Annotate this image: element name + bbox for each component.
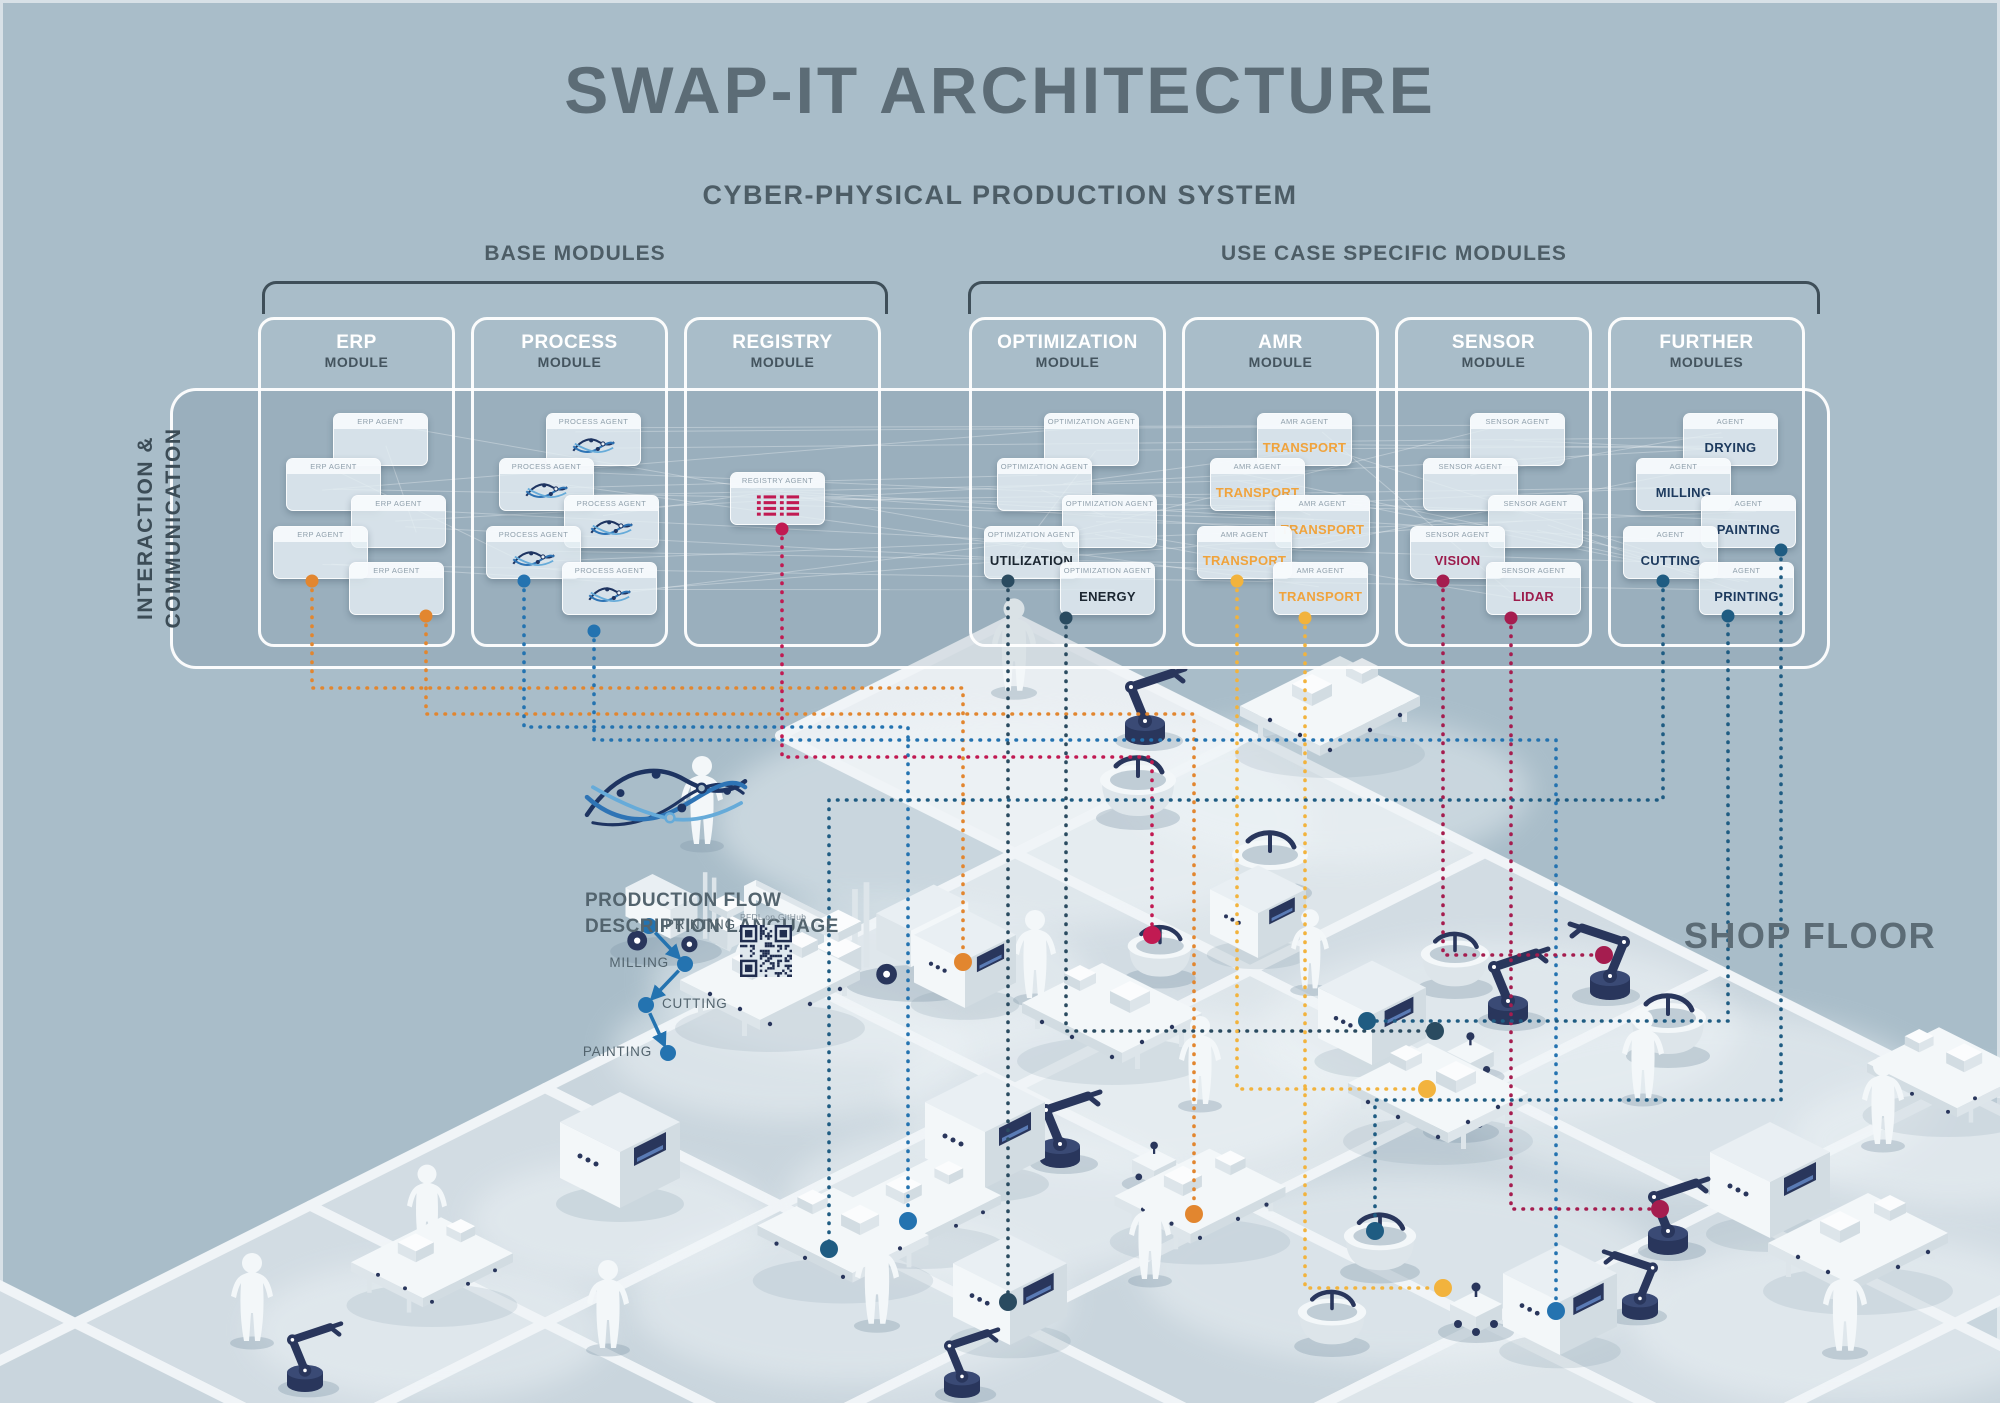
page-subtitle: CYBER-PHYSICAL PRODUCTION SYSTEM <box>702 180 1298 210</box>
qr-caption: PFDL on GitHub <box>740 912 807 922</box>
pfdl-flow-step: CUTTING <box>662 996 728 1011</box>
use-case-modules-bracket <box>968 281 1820 314</box>
page-title: SWAP-IT ARCHITECTURE <box>564 53 1436 127</box>
use-case-modules-label: USE CASE SPECIFIC MODULES <box>1221 242 1567 265</box>
shop-floor-label: SHOP FLOOR <box>1683 915 1937 956</box>
pfdl-flow-step: PAINTING <box>582 1044 652 1059</box>
pfdl-title-line1: PRODUCTION FLOW <box>585 890 782 911</box>
pfdl-logo <box>584 768 748 827</box>
base-modules-bracket <box>262 281 888 314</box>
pfdl-flow-step: PRINTING <box>665 917 736 932</box>
qr-code <box>740 925 792 977</box>
pfdl-flow-step: MILLING <box>609 955 669 970</box>
base-modules-label: BASE MODULES <box>484 242 666 265</box>
